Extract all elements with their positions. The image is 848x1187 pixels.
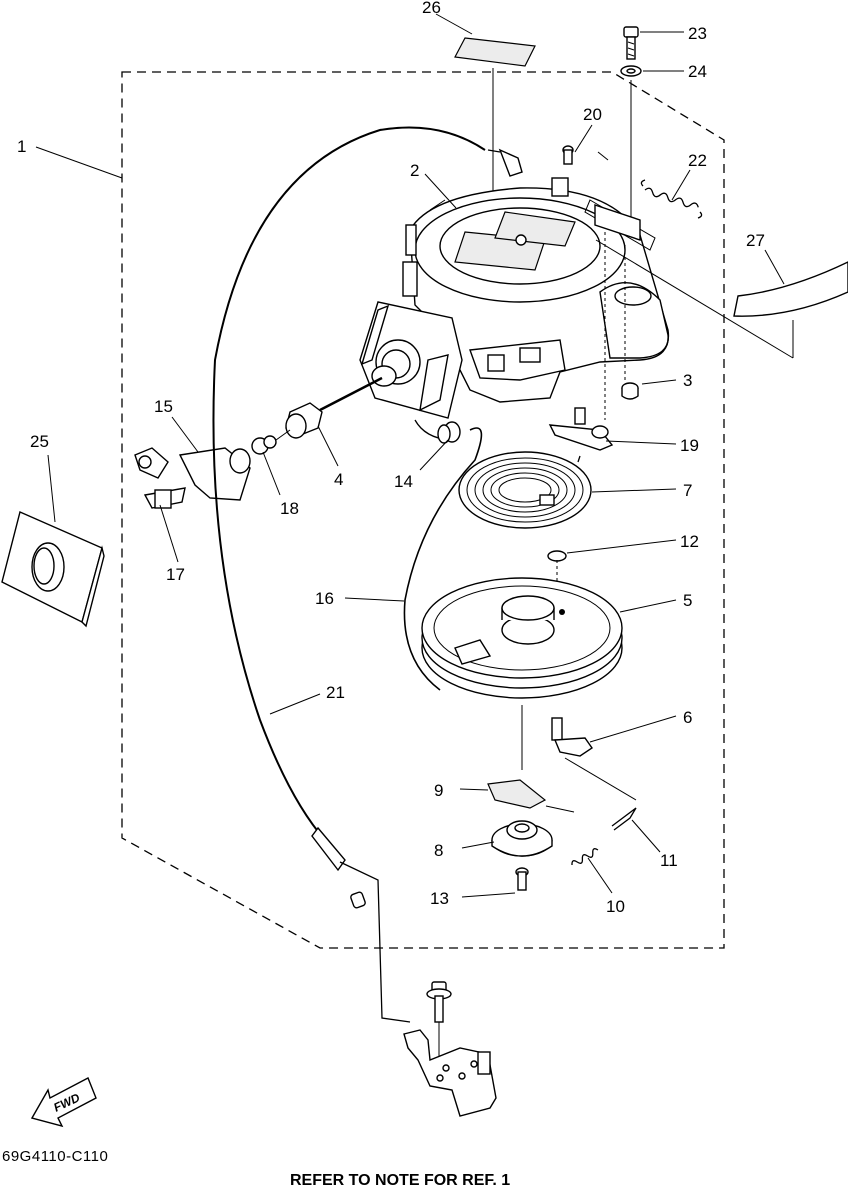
part-4-link-rod: [285, 376, 383, 439]
part-7-spiral-spring: [458, 451, 592, 529]
callout-25: 25: [30, 432, 49, 451]
part-23-bolt: [623, 26, 639, 60]
part-15-lever: [134, 447, 251, 501]
part-25-grommet: [1, 511, 105, 628]
part-20-pin: [562, 145, 574, 165]
fwd-arrow-icon: FWD: [30, 1077, 97, 1128]
callout-13: 13: [430, 889, 449, 908]
callout-6: 6: [683, 708, 692, 727]
callout-21: 21: [326, 683, 345, 702]
diagram-code: 69G4110-C110: [2, 1148, 108, 1165]
callout-15: 15: [154, 397, 173, 416]
part-18-joint: [251, 429, 291, 455]
part-26-decal: [454, 37, 536, 235]
callout-14: 14: [394, 472, 413, 491]
callout-3: 3: [683, 371, 692, 390]
leader-lines: [35, 13, 785, 898]
part-27-band: [595, 239, 848, 359]
callout-27: 27: [746, 231, 765, 250]
callout-22: 22: [688, 151, 707, 170]
callout-11: 11: [660, 851, 678, 870]
part-17-clip: [143, 487, 186, 509]
callout-2: 2: [410, 161, 419, 180]
part-6-pawl: [551, 717, 637, 801]
part-24-washer: [620, 65, 642, 77]
assembly-boundary: [121, 71, 725, 949]
callout-18: 18: [280, 499, 299, 518]
part-10-spring: [571, 848, 599, 866]
callout-12: 12: [680, 532, 699, 551]
part-2-starter-housing: [402, 177, 670, 420]
callout-7: 7: [683, 481, 692, 500]
callout-19: 19: [680, 436, 699, 455]
part-11-spring-clip: [611, 807, 637, 831]
callout-24: 24: [688, 62, 707, 81]
part-3-collar: [621, 382, 639, 400]
callout-9: 9: [434, 781, 443, 800]
part-9-plate: [487, 779, 575, 813]
callout-20: 20: [583, 105, 602, 124]
handle-mount: [359, 301, 463, 419]
callout-23: 23: [688, 24, 707, 43]
footer-note: REFER TO NOTE FOR REF. 1: [290, 1172, 510, 1187]
callout-numbers: 1 2 3 4 5 6 7 8 9 10 11 12 13 14 15 16 1…: [17, 0, 765, 916]
callout-26: 26: [422, 0, 441, 17]
part-21-cable: [212, 126, 523, 909]
cable-bracket: [339, 861, 497, 1117]
callout-17: 17: [166, 565, 185, 584]
callout-5: 5: [683, 591, 692, 610]
callout-16: 16: [315, 589, 334, 608]
part-19-pawl: [548, 407, 614, 451]
part-8-retainer: [491, 820, 553, 857]
part-13-screw: [515, 867, 529, 891]
part-5-pulley: [421, 577, 623, 770]
callout-10: 10: [606, 897, 625, 916]
callout-4: 4: [334, 470, 343, 489]
part-22-spring: [640, 179, 703, 219]
part-14-grommet: [437, 421, 461, 444]
callout-8: 8: [434, 841, 443, 860]
callout-1: 1: [17, 137, 26, 156]
